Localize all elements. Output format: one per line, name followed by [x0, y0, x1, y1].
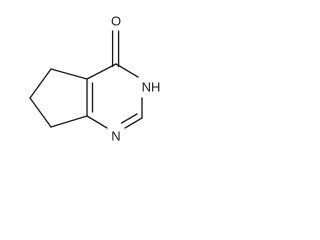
oxygen-atom-label: O: [111, 13, 121, 28]
bond-c5-c6: [29, 68, 52, 99]
nitrogen-atom-label: N: [111, 128, 120, 143]
bond-c6-c7: [29, 97, 52, 128]
bond-c4-n3: [115, 63, 139, 78]
nh-atom-label: NH: [142, 79, 161, 94]
bond-c4a-c4: [86, 63, 117, 80]
bond-c2-n1-b: [120, 113, 138, 124]
bond-c7-c7a: [50, 115, 88, 128]
bond-c4a-c5: [50, 68, 88, 80]
chemical-structure-diagram: O NH N: [29, 13, 161, 143]
bond-c2-n1-a: [124, 117, 143, 129]
bond-n1-c7a: [86, 115, 108, 129]
